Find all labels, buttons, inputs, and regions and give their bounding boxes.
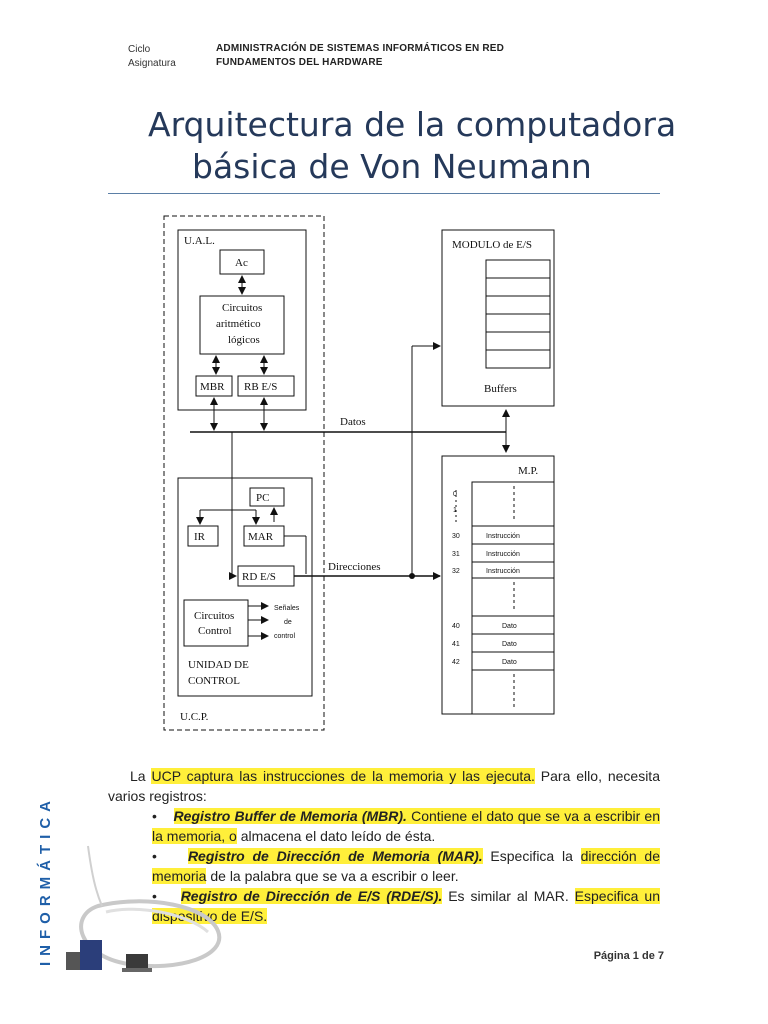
mbr-register — [195, 375, 233, 397]
ir-label: IR — [194, 531, 206, 543]
bullet-mbr-text: almacena el dato leído de ésta. — [236, 828, 436, 844]
senales-label-2: de — [284, 619, 292, 626]
uc-box — [177, 477, 313, 697]
addr-32: 32 — [452, 568, 460, 575]
header-ciclo-value: ADMINISTRACIÓN DE SISTEMAS INFORMÁTICOS … — [216, 43, 505, 54]
body-text: La UCP captura las instrucciones de la m… — [108, 766, 660, 926]
page-number: Página 1 de 7 — [593, 950, 664, 962]
tower-icon — [80, 940, 102, 970]
intro-prefix: La — [130, 768, 152, 784]
ac-label: Ac — [235, 257, 248, 269]
addr-30: 30 — [452, 533, 460, 540]
bullet-mbr-term: Registro Buffer de Memoria (MBR). — [173, 808, 407, 824]
mem-cell-dato-42: Dato — [502, 659, 517, 666]
mem-cell-dato-41: Dato — [502, 641, 517, 648]
addr-1: 1 — [453, 507, 457, 514]
alu-circuits-box — [199, 295, 285, 355]
header-asignatura-value: FUNDAMENTOS DEL HARDWARE — [216, 57, 383, 68]
page-title: Arquitectura de la computadora básica de… — [148, 104, 688, 188]
computer-mouse-illustration — [66, 845, 222, 972]
datos-label: Datos — [340, 416, 366, 428]
mp-label: M.P. — [518, 465, 538, 477]
intro-highlight: UCP captura las instrucciones de la memo… — [151, 768, 535, 784]
rdes-label: RD E/S — [242, 571, 276, 583]
addr-31: 31 — [452, 551, 460, 558]
bullet-rdes: • Registro de Dirección de E/S (RDE/S). … — [108, 886, 660, 926]
alu-label-3: lógicos — [228, 334, 260, 346]
intro-paragraph: La UCP captura las instrucciones de la m… — [108, 766, 660, 806]
title-divider — [108, 193, 660, 194]
sidebar-informatica: INFORMÁTICA — [37, 795, 54, 966]
uc-label-1: UNIDAD DE — [188, 659, 249, 671]
pc-label: PC — [256, 492, 269, 504]
control-circuits-box — [183, 599, 249, 647]
bullet-mar-term: Registro de Dirección de Memoria (MAR). — [187, 848, 483, 864]
alu-label-1: Circuitos — [222, 302, 262, 314]
rbes-label: RB E/S — [244, 381, 277, 393]
ac-register — [219, 249, 265, 275]
ual-label: U.A.L. — [184, 235, 215, 247]
direcciones-label: Direcciones — [328, 561, 381, 573]
title-line-2: básica de Von Neumann — [192, 147, 592, 186]
mem-cell-instr-32: Instrucción — [486, 568, 520, 575]
bullet-mbr: • Registro Buffer de Memoria (MBR). Cont… — [108, 806, 660, 846]
header-ciclo-label: Ciclo — [128, 44, 151, 55]
mem-cell-dato-40: Dato — [502, 623, 517, 630]
control-circuits-label-2: Control — [198, 625, 232, 637]
pc-register — [249, 487, 285, 507]
uc-label-2: CONTROL — [188, 675, 240, 687]
mem-cell-instr-31: Instrucción — [486, 551, 520, 558]
mbr-label: MBR — [200, 381, 225, 393]
bullet-mar: • Registro de Dirección de Memoria (MAR)… — [108, 846, 660, 886]
sidebar-label: INFORMÁTICA — [37, 795, 54, 966]
von-neumann-diagram: U.A.L. Ac Circuitos aritmético lógicos M… — [163, 215, 555, 731]
buffers-label: Buffers — [484, 383, 517, 395]
addr-40: 40 — [452, 623, 460, 630]
bullet-rdes-text: Es similar al MAR. — [442, 888, 575, 904]
memory-cells — [471, 481, 555, 715]
ual-box — [177, 229, 307, 411]
senales-label-1: Señales — [274, 605, 300, 612]
bullet-dot: • — [152, 848, 188, 864]
title-line-1: Arquitectura de la computadora — [148, 105, 677, 144]
senales-label-3: control — [274, 633, 295, 640]
mar-label: MAR — [248, 531, 274, 543]
ir-register — [187, 525, 219, 547]
io-module-box — [441, 229, 555, 407]
mem-cell-instr-30: Instrucción — [486, 533, 520, 540]
control-circuits-label-1: Circuitos — [194, 610, 234, 622]
ucp-label: U.C.P. — [180, 711, 209, 723]
bullet-mar-text: Especifica la — [482, 848, 581, 864]
addr-42: 42 — [452, 659, 460, 666]
header-asignatura-label: Asignatura — [128, 58, 176, 69]
bullet-dot: • — [152, 808, 174, 824]
io-module-label: MODULO de E/S — [452, 239, 532, 251]
rbes-register — [237, 375, 295, 397]
addr-0: 0 — [453, 491, 457, 498]
laptop-icon — [126, 954, 148, 970]
bullet-rdes-term: Registro de Dirección de E/S (RDE/S). — [180, 888, 443, 904]
intro-suffix: Para ello, necesita varios registros: — [108, 768, 660, 804]
bullet-mar-rest: de la palabra que se va a escribir o lee… — [206, 868, 459, 884]
addr-41: 41 — [452, 641, 460, 648]
monitor-icon — [66, 952, 80, 970]
ucp-outline — [163, 215, 325, 731]
alu-label-2: aritmético — [216, 318, 261, 330]
bullet-dot: • — [152, 888, 181, 904]
main-memory-box — [441, 455, 555, 715]
